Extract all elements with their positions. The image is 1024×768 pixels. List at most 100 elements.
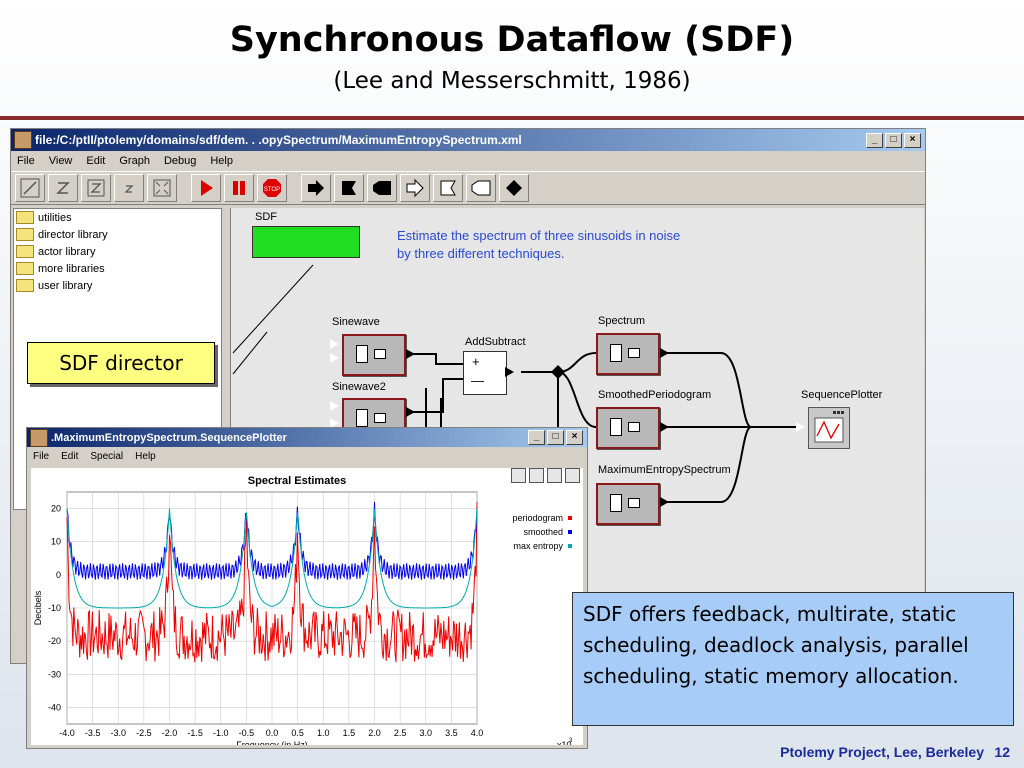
diamond-icon[interactable] (499, 174, 529, 202)
fill-icon[interactable] (565, 468, 580, 483)
menu-special[interactable]: Special (90, 450, 124, 462)
print-icon[interactable] (511, 468, 526, 483)
y-tick-label: -30 (48, 669, 61, 679)
x-tick-label: 0.0 (266, 728, 279, 738)
legend-marker (568, 530, 572, 534)
menu-graph[interactable]: Graph (119, 155, 150, 167)
sdf-features-note: SDF offers feedback, multirate, static s… (572, 592, 1014, 726)
maximumentropyspectrum-actor[interactable] (596, 483, 660, 525)
legend-label: periodogram (512, 513, 563, 523)
spectrum-output-port[interactable] (660, 348, 669, 358)
folder-icon (16, 262, 34, 275)
x-tick-label: 4.0 (471, 728, 484, 738)
menu-help[interactable]: Help (135, 450, 156, 462)
library-item-director-library[interactable]: director library (14, 226, 221, 243)
library-item-utilities[interactable]: utilities (14, 209, 221, 226)
sequence-plotter-window: .MaximumEntropySpectrum.SequencePlotter … (26, 427, 588, 750)
slide-title: Synchronous Dataflow (SDF) (229, 20, 795, 60)
fullscreen-icon[interactable] (147, 174, 177, 202)
annotation-line-1: Estimate the spectrum of three sinusoids… (397, 228, 681, 243)
legend-label: max entropy (513, 541, 563, 551)
sequenceplotter-actor[interactable] (808, 407, 850, 449)
spectral-chart: Spectral Estimates20100-10-20-30-40-4.0-… (33, 475, 573, 750)
library-item-more-libraries[interactable]: more libraries (14, 260, 221, 277)
bold-arrow-icon[interactable] (367, 174, 397, 202)
pause-icon[interactable] (224, 174, 254, 202)
maximize-button[interactable]: □ (885, 132, 902, 148)
library-item-actor-library[interactable]: actor library (14, 243, 221, 260)
y-tick-label: 0 (56, 570, 61, 580)
sdf-director[interactable] (252, 226, 360, 258)
sinewave2-output-port[interactable] (406, 407, 415, 417)
stop-icon[interactable]: STOP (257, 174, 287, 202)
right-arrow-icon[interactable] (301, 174, 331, 202)
x-tick-label: 0.5 (291, 728, 304, 738)
outlined-flag-icon[interactable] (433, 174, 463, 202)
main-window-titlebar[interactable]: file:/C:/ptII/ptolemy/domains/sdf/dem. .… (11, 129, 925, 151)
sequenceplotter-label: SequencePlotter (801, 389, 883, 401)
spectrum-actor[interactable] (596, 333, 660, 375)
x-axis-label: Frequency (in Hz) (236, 740, 308, 745)
annotation-line-2: by three different techniques. (397, 246, 565, 261)
menu-edit[interactable]: Edit (61, 450, 79, 462)
x-tick-label: 1.0 (317, 728, 330, 738)
run-icon[interactable] (191, 174, 221, 202)
chart-title: Spectral Estimates (248, 475, 346, 487)
sinewave2-input-port[interactable] (330, 401, 339, 411)
maximize-button[interactable]: □ (547, 430, 564, 445)
minimize-button[interactable]: _ (528, 430, 545, 445)
format-icon[interactable] (547, 468, 562, 483)
zoom-in-icon[interactable] (48, 174, 78, 202)
zoom-out-icon[interactable] (114, 174, 144, 202)
sinewave-input-port[interactable] (330, 339, 339, 349)
y-tick-label: -20 (48, 636, 61, 646)
legend-marker (568, 516, 572, 520)
close-button[interactable]: × (566, 430, 583, 445)
spectrum-label: Spectrum (598, 315, 646, 327)
minimize-button[interactable]: _ (866, 132, 883, 148)
flag-icon[interactable] (334, 174, 364, 202)
reset-axes-icon[interactable] (529, 468, 544, 483)
sinewave2-input-port[interactable] (330, 418, 339, 428)
y-tick-label: 20 (51, 504, 61, 514)
smoothedperiodogram-actor[interactable] (596, 407, 660, 449)
smoothedperiodogram-output-port[interactable] (660, 422, 669, 432)
addsubtract-output-port[interactable] (505, 367, 514, 377)
page-number: 12 (994, 744, 1010, 760)
sinewave-actor[interactable] (342, 334, 406, 376)
zoom-reset-icon[interactable] (15, 174, 45, 202)
plot-window-titlebar[interactable]: .MaximumEntropySpectrum.SequencePlotter … (27, 428, 587, 447)
library-item-user-library[interactable]: user library (14, 277, 221, 294)
svg-text:STOP: STOP (264, 187, 280, 193)
x-tick-label: -4.0 (59, 728, 75, 738)
addsubtract-actor[interactable]: + — (463, 351, 507, 395)
menu-help[interactable]: Help (210, 155, 233, 167)
add-minus-sign: — (471, 373, 484, 388)
menu-edit[interactable]: Edit (86, 155, 106, 167)
maximumentropyspectrum-output-port[interactable] (660, 497, 669, 507)
menu-file[interactable]: File (33, 450, 50, 462)
x-tick-label: -1.0 (213, 728, 229, 738)
folder-icon (16, 228, 34, 241)
y-tick-label: 10 (51, 537, 61, 547)
x-axis-exponent: 3 (569, 738, 573, 744)
relation-diamond[interactable] (551, 365, 565, 379)
close-button[interactable]: × (904, 132, 921, 148)
sequenceplotter-input-port[interactable] (796, 422, 805, 432)
sinewave-input-port[interactable] (330, 353, 339, 363)
sdf-director-callout: SDF director (27, 342, 215, 384)
outlined-bold-arrow-icon[interactable] (466, 174, 496, 202)
sinewave-output-port[interactable] (406, 349, 415, 359)
plot-toolbar (511, 468, 580, 483)
zoom-fit-icon[interactable] (81, 174, 111, 202)
x-tick-label: -3.0 (110, 728, 126, 738)
menu-file[interactable]: File (17, 155, 35, 167)
menu-debug[interactable]: Debug (163, 155, 197, 167)
outlined-arrow-icon[interactable] (400, 174, 430, 202)
ptolemy-app-icon (14, 131, 32, 149)
slide-subtitle: (Lee and Messerschmitt, 1986) (333, 68, 691, 94)
main-window-title: file:/C:/ptII/ptolemy/domains/sdf/dem. .… (35, 133, 522, 147)
add-plus-sign: + (472, 354, 480, 369)
menu-view[interactable]: View (48, 155, 73, 167)
